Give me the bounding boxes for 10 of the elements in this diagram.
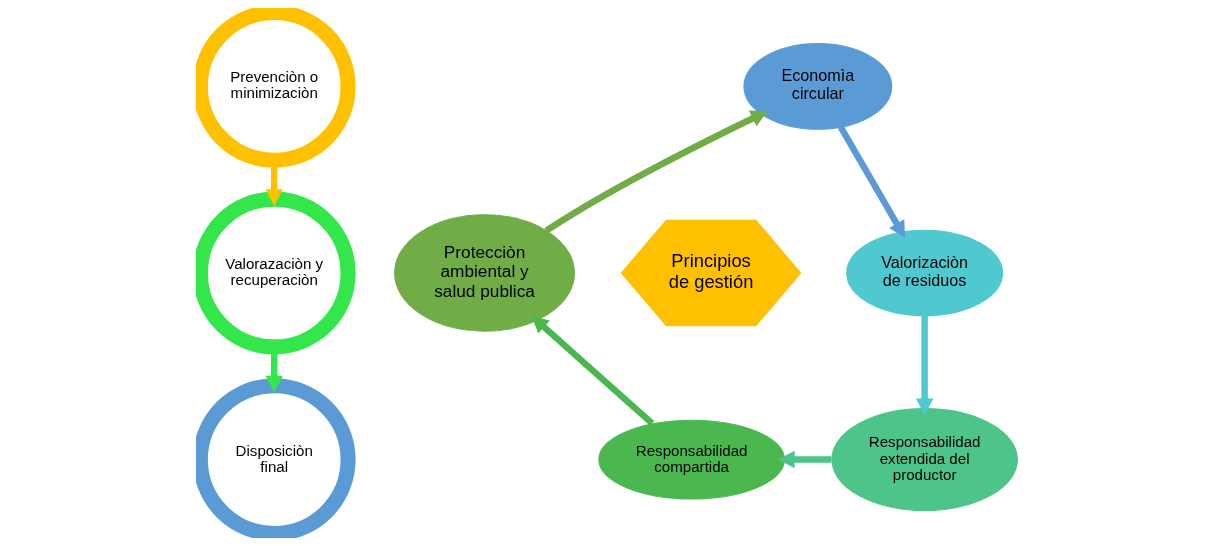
node-circle: Prevenciòn o minimizaciòn [195,8,356,168]
arrow [543,110,768,234]
arrow [531,316,654,426]
arrow [777,450,831,469]
node-ellipse: Responsabilidad compartida [597,419,785,500]
arrow [915,315,933,416]
arrow [837,125,905,239]
node-ellipse: Responsabilidad extendida del productor [830,408,1018,512]
node-ellipse: Valorizaciòn de residuos [845,229,1003,317]
node-circle: Disposiciòn final [195,378,356,538]
